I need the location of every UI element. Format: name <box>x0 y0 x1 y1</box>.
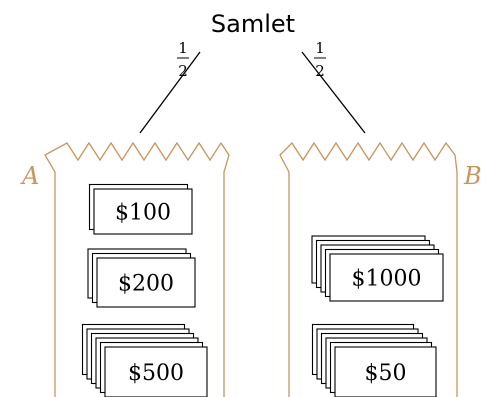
bill-stacks: $100 $200 $500 $1000 $50 <box>81 183 444 397</box>
probability-numerator-left: 1 <box>178 39 188 57</box>
bill-value-label: $500 <box>128 361 184 386</box>
branch-probability-right: 1 2 <box>314 39 326 80</box>
bag-b-outline <box>279 141 458 397</box>
bill-stack-a-1: $200 <box>87 248 196 308</box>
bill-front <box>96 257 196 308</box>
probability-denominator-right: 2 <box>315 62 325 80</box>
branch-probability-left: 1 2 <box>177 39 189 80</box>
bill-value-label: $1000 <box>352 267 422 292</box>
bill-front <box>93 188 193 235</box>
bill-stack-b-0: $1000 <box>311 235 444 302</box>
bill-value-label: $50 <box>365 361 407 386</box>
probability-denominator-left: 2 <box>178 62 188 80</box>
bill-stack-a-0: $100 <box>88 183 193 235</box>
branch-line-left <box>139 51 201 134</box>
bill-front <box>334 346 437 397</box>
probability-numerator-right: 1 <box>315 39 325 57</box>
bill-value-label: $100 <box>115 201 171 226</box>
bag-a-outline <box>44 141 230 397</box>
bill-stack-a-2: $500 <box>81 323 208 397</box>
bill-stack-b-1: $50 <box>311 323 437 397</box>
root-label: Samlet <box>211 10 295 38</box>
bag-label-b: B <box>463 162 481 190</box>
bill-value-label: $200 <box>118 272 174 297</box>
bag-label-a: A <box>20 162 39 190</box>
branch-line-right <box>301 51 366 134</box>
bill-front <box>329 253 444 302</box>
bill-front <box>104 346 208 397</box>
